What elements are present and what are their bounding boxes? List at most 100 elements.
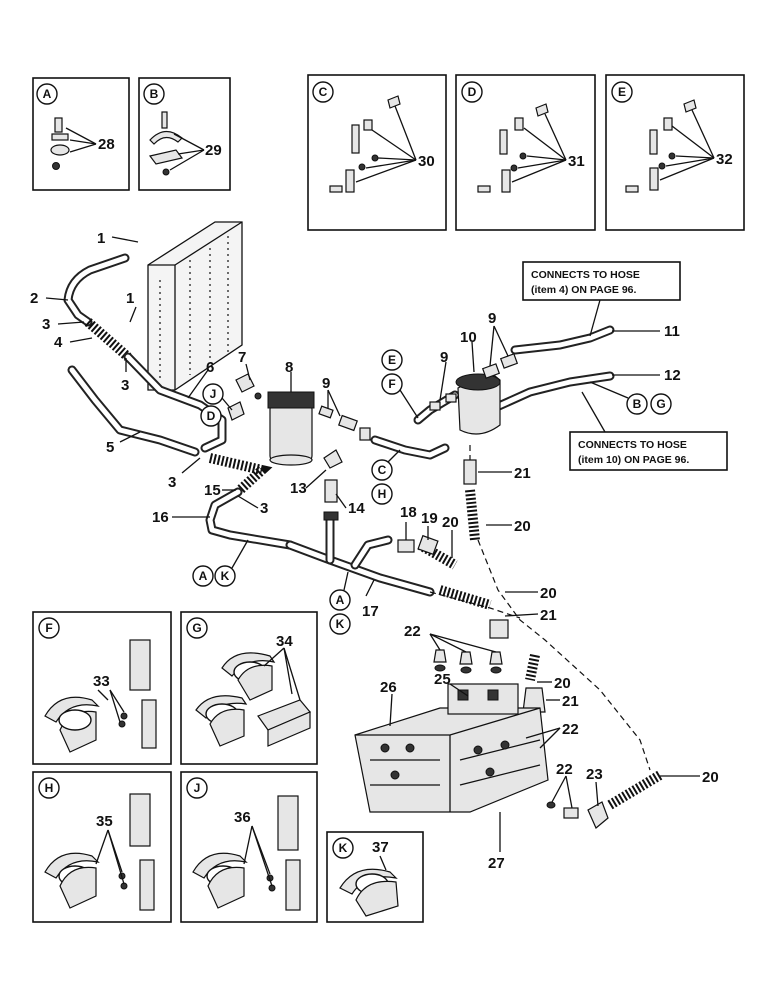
oil-cooler-radiator — [147, 221, 243, 391]
note-b-line1: CONNECTS TO HOSE — [578, 439, 687, 451]
callout-1a: 1 — [97, 230, 105, 247]
detail-panel-a: A 28 — [32, 77, 130, 191]
tube-17 — [285, 515, 435, 597]
callout-3a: 3 — [42, 316, 50, 333]
note-a-line2: (item 4) ON PAGE 96. — [531, 284, 636, 296]
ref-letter-d: D — [207, 409, 216, 423]
callout-34: 34 — [276, 633, 293, 650]
detail-panel-h: H 35 — [32, 771, 172, 923]
ref-letter-a1: A — [199, 569, 208, 583]
panel-letter-b: B — [150, 87, 159, 101]
callout-7: 7 — [238, 349, 246, 366]
panel-letter-a: A — [43, 87, 52, 101]
callout-9a: 9 — [322, 375, 330, 392]
hose-4 — [84, 318, 132, 361]
callout-16: 16 — [152, 509, 169, 526]
ref-letter-f: F — [388, 377, 395, 391]
callout-3d: 3 — [260, 500, 268, 517]
callout-3c: 3 — [168, 474, 176, 491]
clamp-bracket-hardware — [192, 795, 301, 911]
ref-letter-g: G — [656, 397, 665, 411]
clamp-bracket-hardware — [44, 639, 157, 753]
bracket-hardware — [329, 95, 401, 193]
control-valve-26-27 — [354, 683, 549, 813]
callout-20e: 20 — [702, 769, 719, 786]
callout-37: 37 — [372, 839, 389, 856]
detail-panel-b: B 29 — [138, 77, 231, 191]
hose-20-a — [465, 489, 480, 541]
callout-14: 14 — [348, 500, 365, 517]
ref-letter-j: J — [210, 387, 217, 401]
callout-22b: 22 — [562, 721, 579, 738]
callout-29: 29 — [205, 142, 222, 159]
panel-letter-j: J — [194, 781, 201, 795]
note-a-line1: CONNECTS TO HOSE — [531, 269, 640, 281]
callout-19: 19 — [421, 510, 438, 527]
tube-2 — [63, 253, 130, 327]
callout-1b: 1 — [126, 290, 134, 307]
panel-letter-g: G — [192, 621, 201, 635]
panel-letter-f: F — [45, 621, 52, 635]
fitting-7 — [227, 373, 262, 421]
callout-15: 15 — [204, 482, 221, 499]
callout-20d: 20 — [554, 675, 571, 692]
callout-9b: 9 — [440, 349, 448, 366]
ref-letter-h: H — [378, 487, 387, 501]
panel-letter-k: K — [339, 841, 348, 855]
bracket-hardware — [625, 99, 697, 193]
hose-20-c — [438, 585, 492, 610]
callout-33: 33 — [93, 673, 110, 690]
callout-31: 31 — [568, 153, 585, 170]
filter-10 — [455, 371, 501, 435]
hose-20-d — [525, 654, 540, 681]
detail-panel-c: C 30 — [307, 74, 447, 231]
callout-18: 18 — [400, 504, 417, 521]
detail-panel-j: J 36 — [180, 771, 318, 923]
callout-28: 28 — [98, 136, 115, 153]
tube-12 — [485, 371, 615, 415]
callout-8: 8 — [285, 359, 293, 376]
ref-letter-c: C — [378, 463, 387, 477]
callout-23: 23 — [586, 766, 603, 783]
callout-21a: 21 — [514, 465, 531, 482]
callout-3b: 3 — [121, 377, 129, 394]
tube-16 — [205, 487, 295, 550]
panel-letter-h: H — [45, 781, 54, 795]
ref-letter-k2: K — [336, 617, 345, 631]
note-b-line2: (item 10) ON PAGE 96. — [578, 454, 689, 466]
fittings-13-14 — [323, 449, 343, 521]
callout-32: 32 — [716, 151, 733, 168]
callout-2: 2 — [30, 290, 38, 307]
callout-11: 11 — [664, 323, 680, 340]
panel-letter-e: E — [618, 85, 626, 99]
callout-21b: 21 — [540, 607, 557, 624]
callout-9c: 9 — [488, 310, 496, 327]
callout-20a: 20 — [442, 514, 459, 531]
callout-22a: 22 — [404, 623, 421, 640]
callout-13: 13 — [290, 480, 307, 497]
panel-letter-c: C — [319, 85, 328, 99]
callout-26: 26 — [380, 679, 397, 696]
hose-20-b — [417, 540, 458, 570]
callout-35: 35 — [96, 813, 113, 830]
clamp-bracket-hardware — [195, 652, 311, 747]
fittings-9 — [318, 353, 519, 441]
callout-30: 30 — [418, 153, 435, 170]
bolt-clamp-hardware — [50, 117, 70, 170]
filter-8 — [267, 391, 315, 466]
hose-20-e — [607, 770, 663, 810]
callout-6: 6 — [206, 359, 214, 376]
callout-21c: 21 — [562, 693, 579, 710]
bracket-hardware — [477, 103, 549, 193]
ref-letter-e: E — [388, 353, 396, 367]
panel-letter-d: D — [468, 85, 477, 99]
detail-panel-f: F 33 — [32, 611, 172, 765]
tube-5 — [67, 365, 200, 457]
callout-27: 27 — [488, 855, 505, 872]
ref-letter-k1: K — [221, 569, 230, 583]
callout-4: 4 — [54, 334, 63, 351]
callout-20b: 20 — [514, 518, 531, 535]
callout-5: 5 — [106, 439, 114, 456]
detail-panel-e: E 32 — [605, 74, 745, 231]
